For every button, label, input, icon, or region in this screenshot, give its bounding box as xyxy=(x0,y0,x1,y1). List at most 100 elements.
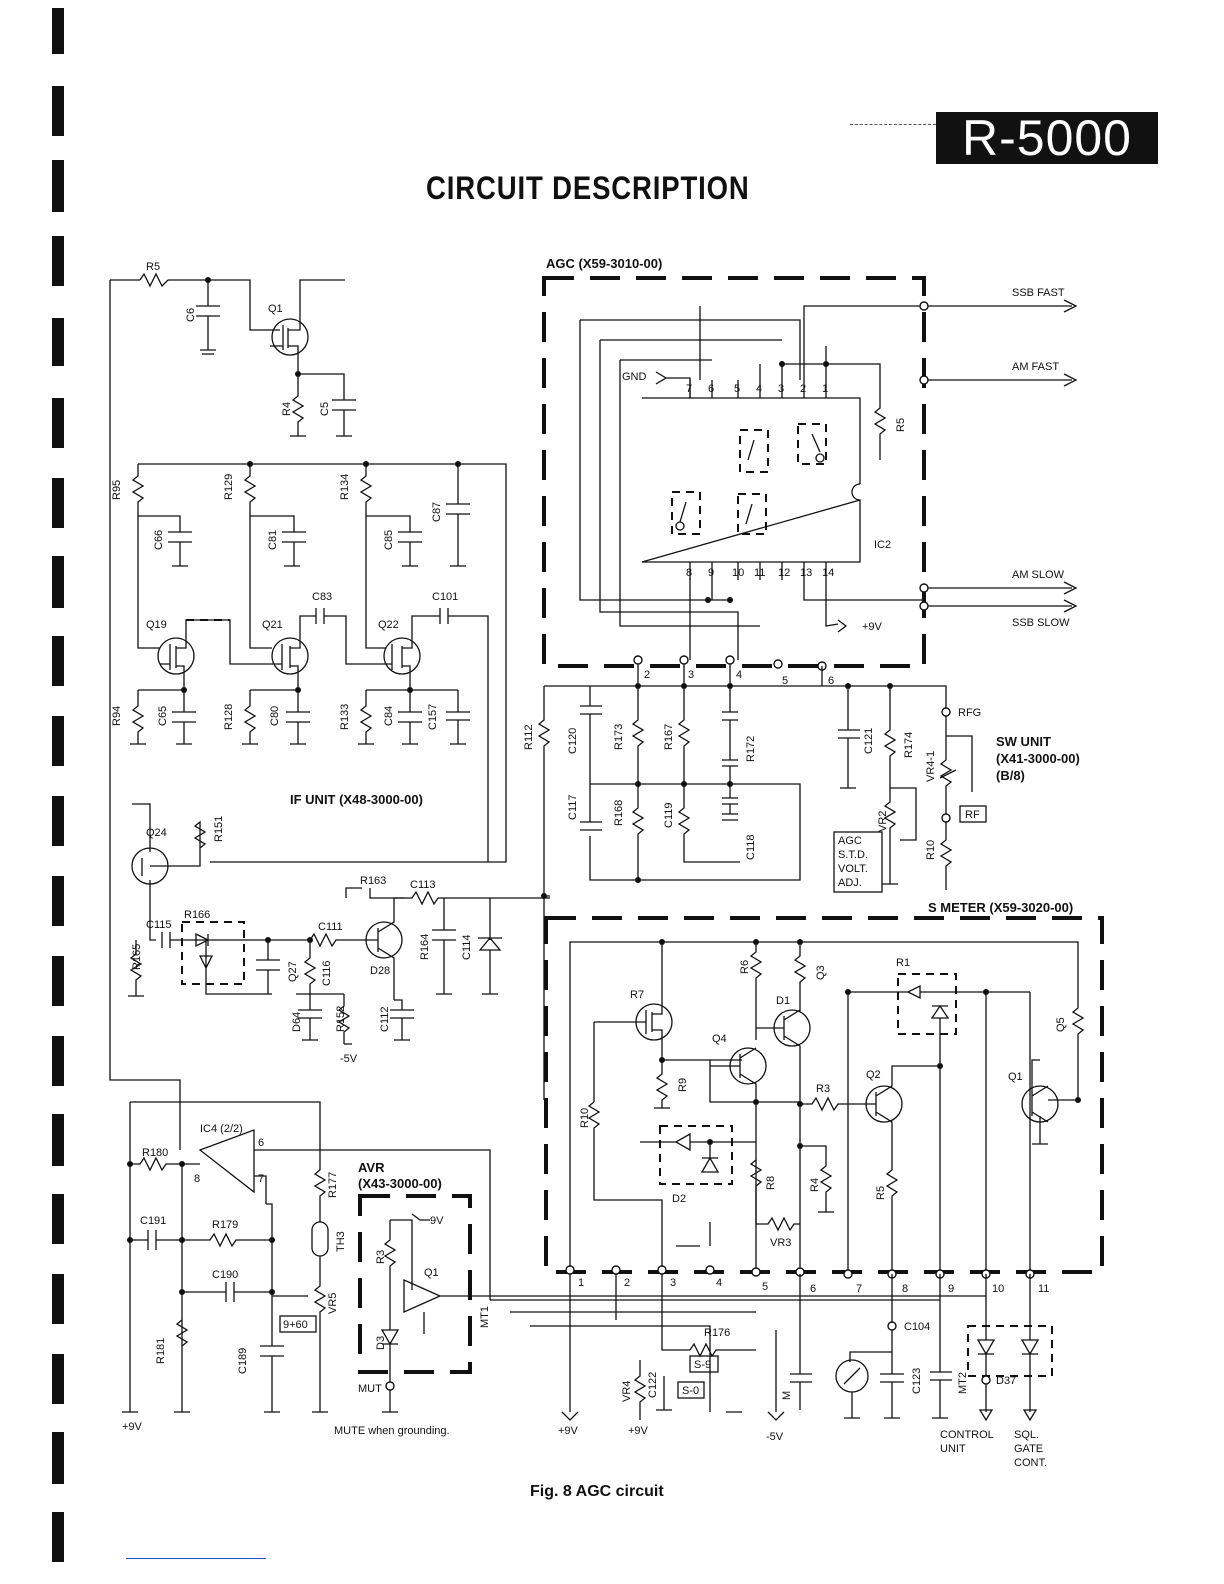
sql-3: CONT. xyxy=(1014,1457,1047,1469)
agc-adj-4: ADJ. xyxy=(838,877,862,889)
c191-label: C191 xyxy=(140,1215,166,1227)
ic2-pin8: 8 xyxy=(686,567,692,579)
c189-label: C189 xyxy=(237,1348,249,1374)
ic4-pin7: 7 xyxy=(258,1173,264,1185)
avr-part-label: (X43-3000-00) xyxy=(358,1176,442,1191)
external-wiring: +9V R176 S-9 S-0 VR4 C122 +9V M -5V C104… xyxy=(470,1274,1053,1469)
control-unit-1: CONTROL xyxy=(940,1429,994,1441)
q1-sm-label: Q1 xyxy=(1008,1071,1023,1083)
figure-caption: Fig. 8 AGC circuit xyxy=(530,1483,664,1500)
sw-unit-sub: (B/8) xyxy=(996,768,1025,783)
out-am-slow: AM SLOW xyxy=(1012,569,1065,581)
r9-label: R9 xyxy=(677,1078,689,1092)
q5-label: R7 xyxy=(630,989,644,1001)
r10-sm-label: R10 xyxy=(579,1108,591,1128)
out-ssb-slow: SSB SLOW xyxy=(1012,617,1070,629)
c81-label: C81 xyxy=(267,530,279,550)
ic2-pin14: 14 xyxy=(822,567,834,579)
r7-label: R6 xyxy=(739,960,751,974)
ic2-pin11: 11 xyxy=(754,567,765,579)
mt1-label: MT1 xyxy=(479,1306,491,1328)
r4-sm-label: R4 xyxy=(809,1178,821,1192)
if-unit-label: IF UNIT (X48-3000-00) xyxy=(290,792,423,807)
agc-r5-label: R5 xyxy=(895,418,907,432)
q21-label: Q21 xyxy=(262,619,283,631)
r95-label: R95 xyxy=(111,480,123,500)
c65-label: C65 xyxy=(157,706,169,726)
q2-label: Q2 xyxy=(866,1069,881,1081)
c123-label: MT2 xyxy=(957,1372,969,1394)
c122-label: M xyxy=(781,1391,793,1400)
minus5v-sm-label: -5V xyxy=(766,1431,784,1443)
r4-if-label: R4 xyxy=(281,402,293,416)
plus9v-left-label: +9V xyxy=(122,1421,143,1433)
sm-conn-9: 9 xyxy=(948,1283,954,1295)
ic2-pin1: 1 xyxy=(822,383,828,395)
c117-label: R172 xyxy=(745,736,757,762)
sql-1: SQL. xyxy=(1014,1429,1039,1441)
r8-label: R8 xyxy=(765,1176,777,1190)
avr-r3-label: R3 xyxy=(375,1250,387,1264)
r94-label: R94 xyxy=(111,706,123,726)
sm-conn-3: 3 xyxy=(670,1277,676,1289)
ic2-pin6: 6 xyxy=(708,383,714,395)
vr5-label: VR5 xyxy=(327,1293,339,1314)
gnd-label: GND xyxy=(622,371,647,383)
avr-label: AVR xyxy=(358,1160,385,1175)
binder-margin xyxy=(52,8,64,1562)
sm-conn-11: 11 xyxy=(1038,1283,1049,1295)
c115-label: R163 xyxy=(360,875,386,887)
r174-label: R174 xyxy=(903,732,915,758)
sm-conn-5: 5 xyxy=(762,1281,768,1293)
agc-adj-3: VOLT. xyxy=(838,863,868,875)
avr-9v-label: 9V xyxy=(430,1215,444,1227)
plus9v-sm-label: +9V xyxy=(558,1425,579,1437)
r163-label: C116 xyxy=(321,961,333,986)
sm-conn-8: 8 xyxy=(902,1283,908,1295)
ic2-label: IC2 xyxy=(874,539,891,551)
page-title: CIRCUIT DESCRIPTION xyxy=(426,170,750,206)
rfg-label: RFG xyxy=(958,707,981,719)
sm-conn-4: 4 xyxy=(716,1277,722,1289)
c112-label: Q27 xyxy=(287,961,299,982)
ic2-pin12: 12 xyxy=(778,567,790,579)
r1-sm-label: Q5 xyxy=(1055,1017,1067,1032)
c113-label: D64 xyxy=(291,1012,303,1032)
c116-label: R164 xyxy=(419,934,431,960)
q1-if-label: Q1 xyxy=(268,303,283,315)
mut-label: MUT xyxy=(358,1383,382,1395)
c84-label: C84 xyxy=(383,706,395,726)
c87-label: C87 xyxy=(431,502,443,522)
sm-conn-10: 10 xyxy=(992,1283,1004,1295)
agc-adj-2: S.T.D. xyxy=(838,849,868,861)
c190-label: C190 xyxy=(212,1269,238,1281)
c83-label: C83 xyxy=(312,591,332,603)
agc-conn-5: 5 xyxy=(782,675,788,687)
r10-sw-label: R10 xyxy=(925,840,937,860)
c6-label: C6 xyxy=(185,308,197,322)
agc-conn-6: 6 xyxy=(828,675,834,687)
s-meter-module: S METER (X59-3020-00) R7 R9 R10 R6 Q3 D1… xyxy=(544,900,1104,1295)
c157-label: C157 xyxy=(427,704,439,730)
agc-module: AGC (X59-3010-00) IC2 GND 7 6 5 4 3 2 1 … xyxy=(542,256,1078,687)
q4-label: Q4 xyxy=(712,1033,727,1045)
r166-label: C113 xyxy=(410,879,435,891)
meter-m-label: C104 xyxy=(904,1321,930,1333)
plus9v-vr-label: +9V xyxy=(628,1425,649,1437)
c114-label: C112 xyxy=(379,1007,391,1032)
agc-conn-3: 3 xyxy=(688,669,694,681)
r5-if-label: R5 xyxy=(146,261,160,273)
q22-label: Q22 xyxy=(378,619,399,631)
vr3-label: R176 xyxy=(704,1327,730,1339)
d3-label: D3 xyxy=(375,1336,387,1350)
r165-label: C111 xyxy=(318,921,343,933)
r112-label: R112 xyxy=(523,725,535,750)
r176-label: VR4 xyxy=(621,1381,633,1402)
c118-label: C118 xyxy=(745,835,757,860)
r180-label: R180 xyxy=(142,1147,168,1159)
q3-label: D1 xyxy=(776,995,790,1007)
r172-label: R168 xyxy=(613,800,625,826)
ic2-pin3: 3 xyxy=(778,383,784,395)
r181-label: R181 xyxy=(155,1338,167,1364)
c85-label: C85 xyxy=(383,530,395,550)
